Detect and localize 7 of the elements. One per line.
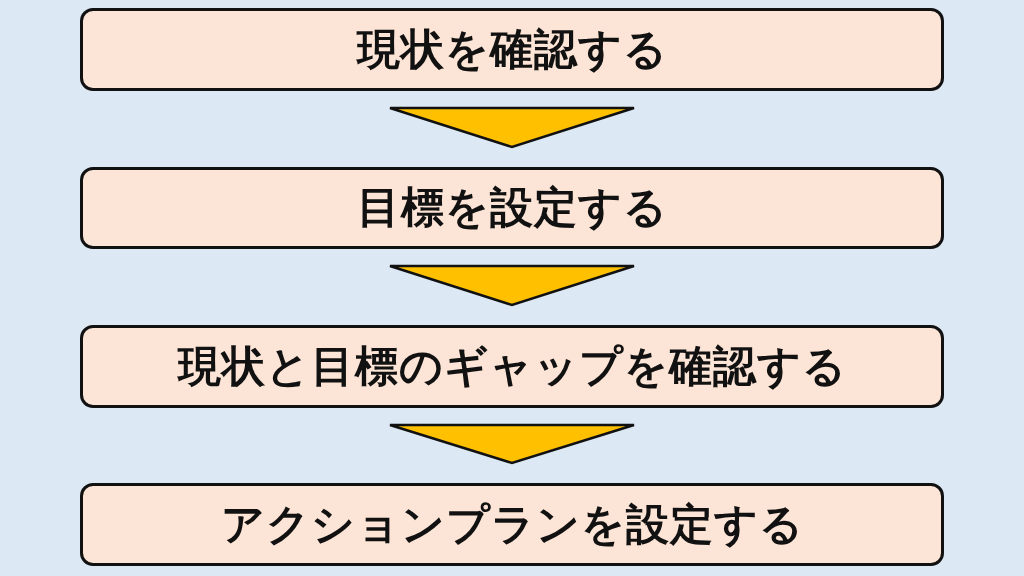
process-box: 現状と目標のギャップを確認する xyxy=(80,325,944,408)
arrow xyxy=(388,106,636,149)
arrow xyxy=(388,423,636,465)
process-box: アクションプランを設定する xyxy=(80,483,944,566)
process-box: 目標を設定する xyxy=(80,167,944,249)
process-box: 現状を確認する xyxy=(80,8,944,91)
arrow xyxy=(388,264,636,307)
